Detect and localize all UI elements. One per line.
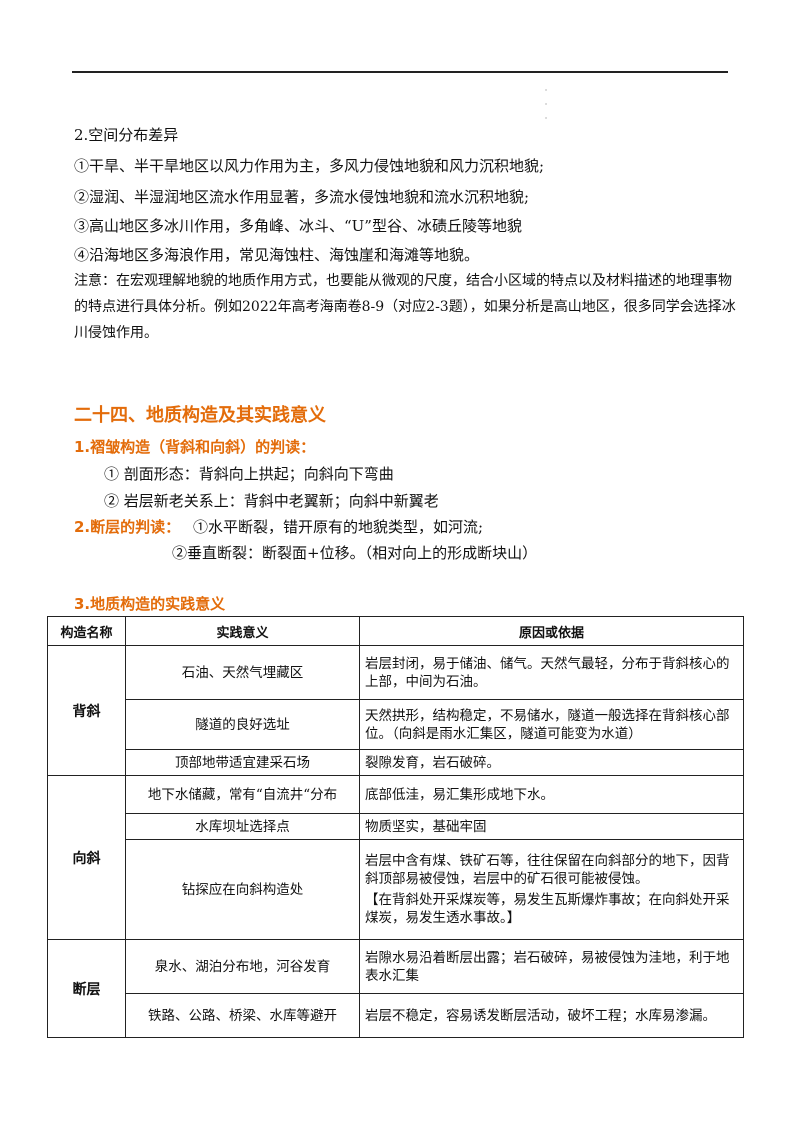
table-cell-reason: 底部低洼，易汇集形成地下水。	[359, 775, 744, 814]
section-2-item: ③高山地区多冰川作用，多角峰、冰斗、“U”型谷、冰碛丘陵等地貌	[74, 217, 522, 235]
table-cell-reason: 岩层中含有煤、铁矿石等，往往保留在向斜部分的地下，因背斜顶部易被侵蚀，岩层中的矿…	[365, 853, 730, 887]
table-cell-meaning: 隧道的良好选址	[125, 699, 360, 750]
section-2-title: 2.空间分布差异	[74, 126, 179, 144]
header-dots: ···	[544, 86, 548, 123]
section-2-note: 注意：在宏观理解地貌的地质作用方式，也要能从微观的尺度，结合小区域的特点以及材料…	[74, 273, 736, 341]
geology-practice-table: 构造名称 实践意义 原因或依据 背斜 石油、天然气埋藏区 岩层封闭，易于储油、储…	[47, 616, 744, 1038]
table-cell-reason: 裂隙发育，岩石破碎。	[359, 749, 744, 776]
table-cell-meaning: 水库坝址选择点	[125, 813, 360, 840]
fault-item: ②垂直断裂：断裂面+位移。（相对向上的形成断块山）	[172, 544, 538, 562]
fold-title: 1.褶皱构造（背斜和向斜）的判读：	[74, 438, 316, 456]
table-header: 实践意义	[125, 616, 360, 646]
practice-title: 3.地质构造的实践意义	[74, 595, 226, 613]
section-24-title: 二十四、地质构造及其实践意义	[74, 405, 326, 426]
table-header-row: 构造名称 实践意义 原因或依据	[47, 616, 744, 646]
fault-title: 2.断层的判读：	[74, 518, 181, 536]
table-cell-meaning: 顶部地带适宜建采石场	[125, 749, 360, 776]
table-row: 钻探应在向斜构造处 岩层中含有煤、铁矿石等，往往保留在向斜部分的地下，因背斜顶部…	[48, 839, 744, 940]
table-cell-meaning: 石油、天然气埋藏区	[125, 645, 360, 700]
table-row: 铁路、公路、桥梁、水库等避开 岩层不稳定，容易诱发断层活动，破坏工程；水库易渗漏…	[48, 993, 744, 1038]
section-2-item: ②湿润、半湿润地区流水作用显著，多流水侵蚀地貌和流水沉积地貌;	[74, 188, 530, 206]
table-cell-reason: 岩层不稳定，容易诱发断层活动，破坏工程；水库易渗漏。	[359, 993, 744, 1038]
table-header: 原因或依据	[359, 616, 744, 646]
fold-item: ② 岩层新老关系上：背斜中老翼新；向斜中新翼老	[104, 492, 439, 510]
table-header: 构造名称	[47, 616, 126, 646]
table-cell-meaning: 泉水、湖泊分布地，河谷发育	[125, 939, 360, 994]
fold-item: ① 剖面形态：背斜向上拱起；向斜向下弯曲	[104, 465, 394, 483]
table-row: 顶部地带适宜建采石场 裂隙发育，岩石破碎。	[48, 749, 744, 776]
structure-name: 背斜	[47, 645, 126, 776]
table-cell-meaning: 铁路、公路、桥梁、水库等避开	[125, 993, 360, 1038]
table-cell-reason: 岩隙水易沿着断层出露；岩石破碎，易被侵蚀为洼地，利于地表水汇集	[359, 939, 744, 994]
table-cell-reason: 天然拱形，结构稳定，不易储水，隧道一般选择在背斜核心部位。（向斜是雨水汇集区，隧…	[359, 699, 744, 750]
table-row: 水库坝址选择点 物质坚实，基础牢固	[48, 813, 744, 840]
table-cell-reason-note: 【在背斜处开采煤炭等，易发生瓦斯爆炸事故；在向斜处开采煤炭，易发生透水事故。】	[365, 892, 730, 926]
header-rule	[72, 71, 728, 73]
fault-item: ①水平断裂，错开原有的地貌类型，如河流;	[193, 518, 484, 536]
table-cell-reason-group: 岩层中含有煤、铁矿石等，往往保留在向斜部分的地下，因背斜顶部易被侵蚀，岩层中的矿…	[359, 839, 744, 940]
table-row: 背斜 石油、天然气埋藏区 岩层封闭，易于储油、储气。天然气最轻，分布于背斜核心的…	[47, 645, 744, 776]
table-row: 隧道的良好选址 天然拱形，结构稳定，不易储水，隧道一般选择在背斜核心部位。（向斜…	[48, 699, 744, 750]
table-cell-meaning: 钻探应在向斜构造处	[125, 839, 360, 940]
structure-name: 向斜	[47, 775, 126, 940]
section-2-item: ④沿海地区多海浪作用，常见海蚀柱、海蚀崖和海滩等地貌。	[74, 246, 480, 264]
table-row: 向斜 地下水储藏，常有“自流井“分布 底部低洼，易汇集形成地下水。	[47, 775, 744, 940]
section-2-item: ①干旱、半干旱地区以风力作用为主，多风力侵蚀地貌和风力沉积地貌;	[74, 157, 545, 175]
structure-name: 断层	[47, 939, 126, 1038]
table-cell-reason: 物质坚实，基础牢固	[359, 813, 744, 840]
table-row: 断层 泉水、湖泊分布地，河谷发育 岩隙水易沿着断层出露；岩石破碎，易被侵蚀为洼地…	[47, 939, 744, 1038]
table-cell-meaning: 地下水储藏，常有“自流井“分布	[125, 775, 360, 814]
table-cell-reason: 岩层封闭，易于储油、储气。天然气最轻，分布于背斜核心的上部，中间为石油。	[359, 645, 744, 700]
